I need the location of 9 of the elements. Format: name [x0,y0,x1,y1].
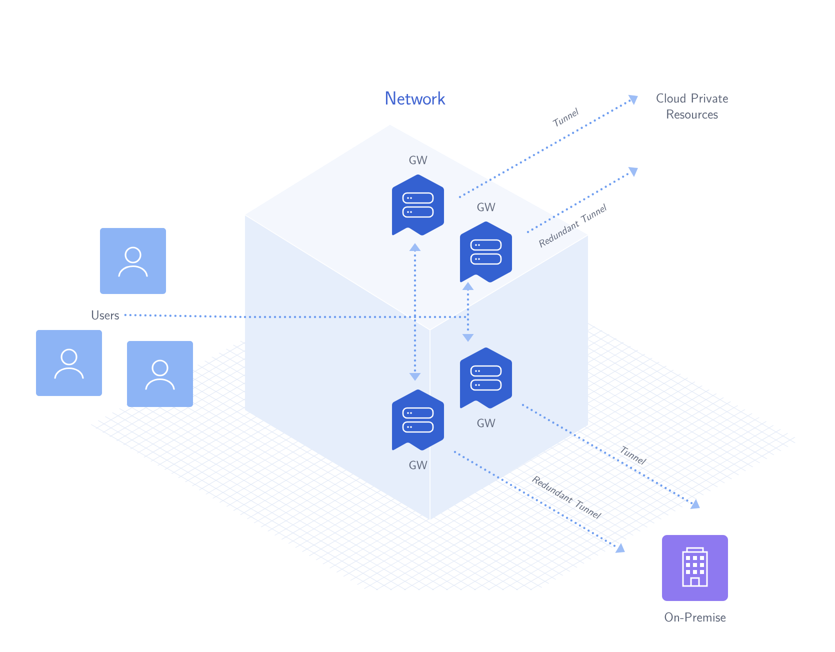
on-premise-label: On-Premise [664,612,726,622]
gateway-label: GW [409,156,428,164]
gateway-label: GW [477,202,496,212]
tunnel-arrow [124,314,466,318]
gateway-label: GW [409,460,428,470]
title: Network [386,91,446,105]
gateway-label: GW [477,418,496,428]
cloud-label: Cloud Private Resources [656,93,728,119]
users-label: Users [92,310,119,320]
